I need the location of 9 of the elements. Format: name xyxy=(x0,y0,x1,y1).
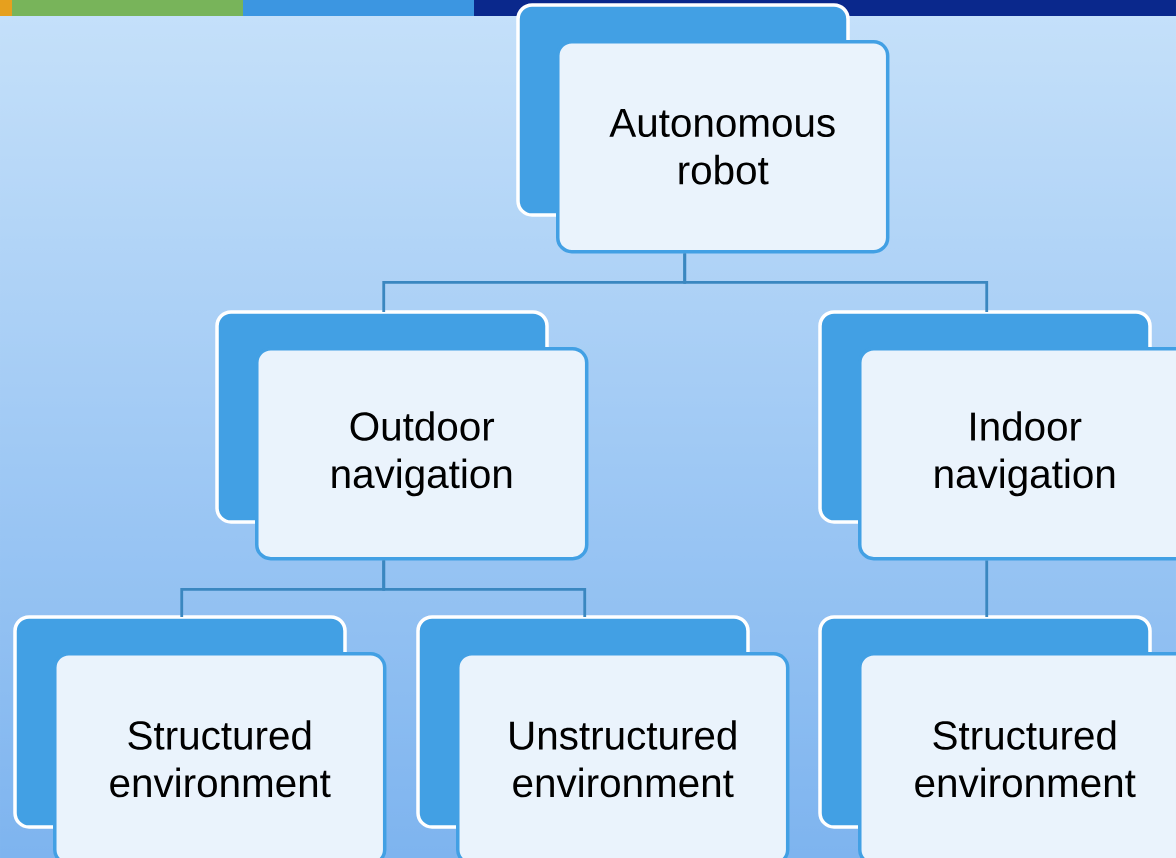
connector-line xyxy=(382,560,587,617)
node-box: Indoor navigation xyxy=(818,310,1176,561)
connector-line xyxy=(683,253,989,312)
connector-line xyxy=(985,560,989,617)
node-box: Structured environment xyxy=(818,615,1176,858)
node-box: Autonomous robot xyxy=(516,3,890,254)
node-box: Unstructured environment xyxy=(416,615,790,858)
node-box: Outdoor navigation xyxy=(215,310,589,561)
node-box: Structured environment xyxy=(13,615,387,858)
